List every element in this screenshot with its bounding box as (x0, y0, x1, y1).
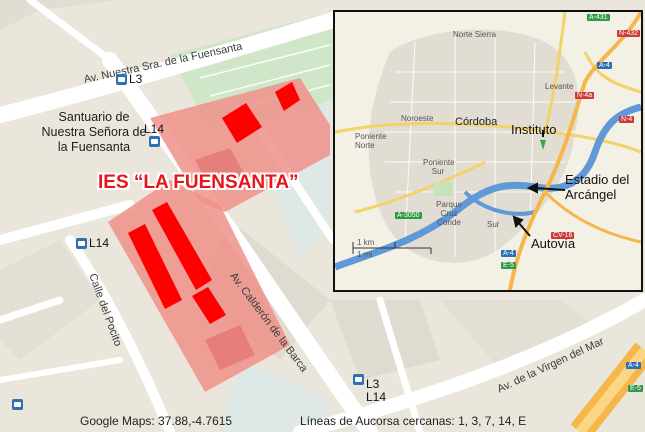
inset-road-badge: A-4 (597, 62, 612, 69)
inset-road-badge: A-3050 (395, 212, 422, 219)
inset-place-poniente-sur: Poniente Sur (423, 158, 455, 176)
inset-place-noroeste: Noroeste (401, 114, 434, 123)
park (433, 182, 453, 196)
road-badge-e5: E-5 (628, 385, 643, 392)
bus-line-label: L3 (366, 377, 380, 391)
road-badge-a4: A-4 (626, 362, 641, 369)
school-area-north (150, 78, 330, 212)
bus-icon (116, 73, 127, 85)
inset-road-badge: CV-16 (551, 232, 575, 239)
scale-km: 1 km (357, 238, 375, 247)
bus-icon (12, 399, 23, 410)
inset-place-cordoba: Córdoba (455, 116, 498, 128)
school-buildings (128, 82, 300, 324)
map-marker-icon (12, 394, 23, 412)
block (220, 360, 330, 432)
bus-stop-l14-santuario[interactable]: L14 (144, 122, 164, 147)
bus-line-label: L14 (366, 390, 387, 404)
inset-map-graphics (335, 12, 641, 290)
inset-place-levante: Levante (545, 82, 574, 91)
bus-stop-l3-l14-bottom[interactable]: L3 L14 (353, 374, 386, 404)
building (192, 287, 226, 324)
inset-place-sur: Sur (487, 220, 500, 229)
block (440, 300, 600, 370)
inset-road-badge: N-4 (619, 116, 635, 123)
shade-buildings (195, 148, 255, 370)
building (222, 103, 262, 143)
inset-road-badge: N-432 (617, 30, 641, 37)
annotation-instituto: Instituto (511, 122, 557, 137)
building (128, 224, 182, 309)
bus-icon (76, 237, 87, 249)
inset-motorway (508, 12, 641, 290)
inset-place-norte-sierra: Norte Sierra (453, 30, 497, 39)
building (152, 202, 212, 290)
urban-area (368, 29, 579, 263)
inset-place-parque-cruz-conde: Parque Cruz Conde (436, 200, 462, 227)
scale-mi: 1 mi (357, 250, 373, 259)
inset-map[interactable]: Norte Sierra Levante Noroeste Córdoba Po… (333, 10, 643, 292)
annotation-autovia: Autovía (531, 236, 576, 251)
footer-coordinates: Google Maps: 37.88,-4.7615 (80, 414, 233, 428)
inset-road-badge: A-431 (587, 14, 610, 21)
block (330, 300, 440, 380)
building (275, 82, 300, 111)
inset-place-poniente-norte: Poniente Norte (355, 132, 387, 150)
bus-stop-l14-left[interactable]: L14 (76, 236, 109, 250)
school-label: IES “LA FUENSANTA” (98, 172, 299, 193)
bus-icon (353, 374, 364, 385)
block (0, 0, 120, 30)
footer-bus-lines: Líneas de Aucorsa cercanas: 1, 3, 7, 14,… (300, 414, 527, 428)
bus-line-label: L14 (144, 122, 165, 136)
bus-stop-l3-top[interactable]: L3 (116, 72, 142, 86)
bus-line-label: L14 (89, 236, 110, 250)
scale-bar (352, 242, 432, 254)
bus-line-label: L3 (129, 72, 143, 86)
inset-road-badge: N-4a (575, 92, 595, 99)
inset-road-badge: E-5 (501, 262, 516, 269)
bus-icon (148, 136, 160, 147)
annotation-estadio: Estadio del Arcángel (565, 172, 630, 202)
santuario-label: Santuario de Nuestra Señora de la Fuensa… (41, 110, 147, 154)
instituto-marker (540, 140, 546, 150)
inset-road-badge: A-4 (501, 250, 516, 257)
